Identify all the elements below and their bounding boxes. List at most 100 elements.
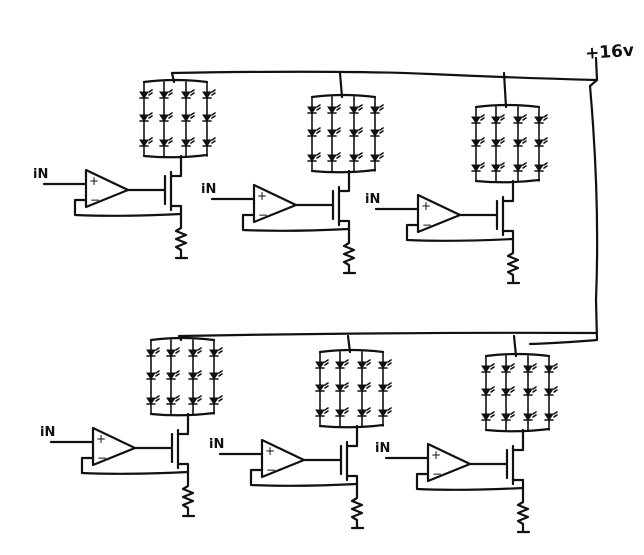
mosfet-source <box>511 478 525 498</box>
bottom-supply-rail <box>178 331 599 338</box>
input-label: iN <box>209 437 224 452</box>
led-diode-3-1 <box>188 347 202 357</box>
led-diode-2-1 <box>501 363 515 373</box>
sense-resistor <box>350 490 364 530</box>
led-top-bus <box>142 78 209 84</box>
mosfet <box>339 424 359 494</box>
led-top-bus <box>474 103 541 109</box>
opamp-minus-sign: − <box>97 451 107 465</box>
led-diode-4-2 <box>202 112 216 122</box>
led-diode-1-2 <box>146 370 160 380</box>
led-diode-2-1 <box>327 104 341 114</box>
opamp-minus-sign: − <box>422 218 432 232</box>
led-diode-4-2 <box>534 137 548 147</box>
resistor-zigzag <box>350 490 364 530</box>
led-diode-4-1 <box>534 114 548 124</box>
led-diode-2-2 <box>327 127 341 137</box>
led-array <box>481 334 558 433</box>
mosfet-drain <box>176 412 190 436</box>
led-array <box>471 71 548 184</box>
led-diode-3-2 <box>181 112 195 122</box>
led-diode-1-3 <box>315 407 329 417</box>
opamp-plus-sign: + <box>431 448 441 462</box>
mosfet-source <box>169 204 183 224</box>
led-diode-3-3 <box>513 162 527 172</box>
sense-resistor <box>516 494 530 534</box>
feedback-wire <box>249 468 359 487</box>
sense-resistor <box>342 235 356 275</box>
led-diode-4-3 <box>378 407 392 417</box>
led-diode-3-3 <box>357 407 371 417</box>
led-diode-4-1 <box>202 89 216 99</box>
opamp: +− <box>252 183 298 224</box>
led-diode-2-3 <box>327 152 341 162</box>
stage-top-2: iN+− <box>201 71 384 275</box>
led-diode-4-2 <box>378 382 392 392</box>
opamp-plus-sign: + <box>265 444 275 458</box>
led-diode-4-2 <box>544 386 558 396</box>
led-diode-1-1 <box>481 363 495 373</box>
led-diode-1-1 <box>307 104 321 114</box>
led-diode-2-3 <box>166 395 180 405</box>
led-diode-3-3 <box>523 411 537 421</box>
resistor-zigzag <box>506 245 520 285</box>
led-diode-2-2 <box>501 386 515 396</box>
led-diode-4-3 <box>534 162 548 172</box>
stage-bottom-2: iN+− <box>209 334 392 530</box>
opamp-triangle <box>252 183 298 224</box>
mosfet <box>163 154 183 224</box>
led-diode-4-3 <box>209 395 223 405</box>
led-diode-3-2 <box>357 382 371 392</box>
led-bottom-bus <box>318 423 385 429</box>
opamp: +− <box>91 426 137 467</box>
opamp-triangle <box>426 442 472 483</box>
sense-resistor <box>174 220 188 260</box>
led-diode-2-2 <box>159 112 173 122</box>
input-label: iN <box>33 167 48 182</box>
led-diode-3-1 <box>357 359 371 369</box>
led-diode-2-2 <box>491 137 505 147</box>
mosfet <box>505 428 525 498</box>
mosfet-source <box>176 462 190 482</box>
led-diode-1-2 <box>471 137 485 147</box>
led-diode-1-2 <box>315 382 329 392</box>
led-diode-4-1 <box>209 347 223 357</box>
opamp-minus-sign: − <box>266 463 276 477</box>
led-diode-1-1 <box>471 114 485 124</box>
led-diode-4-3 <box>370 152 384 162</box>
led-array <box>307 71 384 174</box>
led-diode-3-1 <box>513 114 527 124</box>
led-diode-1-1 <box>315 359 329 369</box>
led-diode-1-3 <box>481 411 495 421</box>
rail-tap <box>346 334 352 354</box>
feedback-wire <box>405 223 515 242</box>
mosfet <box>495 179 515 249</box>
sense-resistor <box>506 245 520 285</box>
led-diode-3-2 <box>349 127 363 137</box>
resistor-zigzag <box>342 235 356 275</box>
stage-top-1: iN+− <box>33 71 216 260</box>
rail-tap <box>512 334 518 358</box>
mosfet <box>331 169 351 239</box>
led-diode-1-2 <box>139 112 153 122</box>
led-diode-4-1 <box>378 359 392 369</box>
input-label: iN <box>40 425 55 440</box>
opamp-minus-sign: − <box>90 193 100 207</box>
led-array <box>315 334 392 429</box>
led-diode-2-2 <box>335 382 349 392</box>
rail-tap <box>338 71 344 99</box>
led-diode-4-3 <box>202 137 216 147</box>
stage-bottom-3: iN+− <box>375 334 558 534</box>
opamp-triangle <box>260 438 306 479</box>
opamp-minus-sign: − <box>432 467 442 481</box>
sense-resistor <box>181 478 195 518</box>
led-diode-2-1 <box>166 347 180 357</box>
led-top-bus <box>310 93 377 99</box>
opamp: +− <box>260 438 306 479</box>
led-diode-2-1 <box>335 359 349 369</box>
supply-voltage-label: +16v <box>584 41 634 64</box>
led-diode-1-3 <box>146 395 160 405</box>
led-diode-4-1 <box>370 104 384 114</box>
mosfet-drain <box>511 428 525 452</box>
